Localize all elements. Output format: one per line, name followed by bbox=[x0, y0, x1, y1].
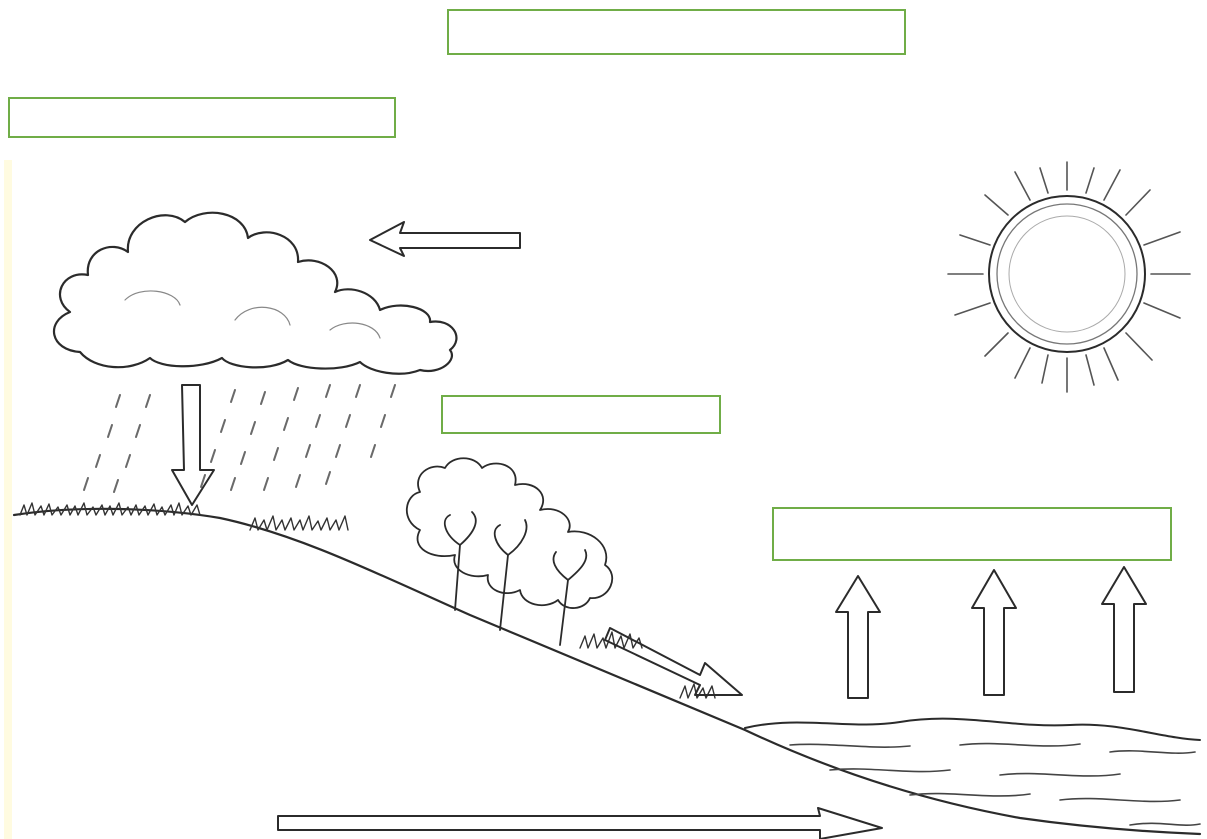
condensation-arrow bbox=[370, 222, 520, 256]
label-box-middle[interactable] bbox=[441, 395, 721, 434]
trees bbox=[407, 458, 612, 645]
evaporation-arrows bbox=[836, 567, 1146, 698]
precipitation-arrow bbox=[172, 385, 214, 505]
sun bbox=[948, 162, 1190, 392]
cloud bbox=[54, 213, 456, 374]
lake-surface bbox=[745, 719, 1200, 740]
grass bbox=[20, 503, 715, 698]
rain-drops bbox=[84, 385, 395, 492]
label-box-right[interactable] bbox=[772, 507, 1172, 561]
runoff-arrow bbox=[605, 628, 742, 695]
groundwater-arrow bbox=[278, 808, 882, 839]
label-box-title[interactable] bbox=[447, 9, 906, 55]
label-box-top-left[interactable] bbox=[8, 97, 396, 138]
